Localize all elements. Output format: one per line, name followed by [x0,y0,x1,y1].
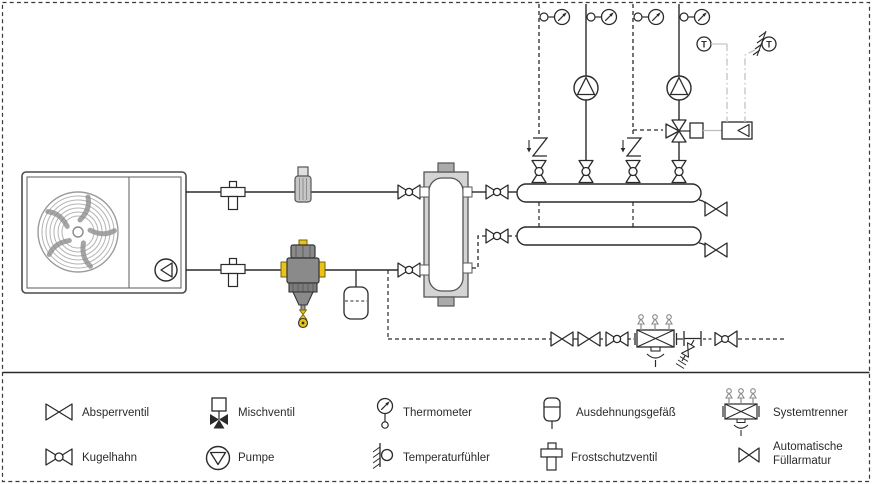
frost-protection-valve [220,180,246,211]
legend-label: Kugelhahn [82,452,137,464]
thermometer-icon [647,8,665,26]
thermometer-icon [693,8,711,26]
room-sensor-2: T [744,30,777,122]
system-separator-icon [722,388,760,436]
sensor-pocket [679,12,689,22]
sensor-pocket [539,12,549,22]
return-manifold [516,226,702,246]
flow-sensor [294,166,312,203]
room-sensor-1: T [696,36,728,122]
shutoff-valve [704,242,728,258]
ball-valve [531,159,547,184]
legend-label: Füllarmatur [773,455,831,467]
temperature-sensor-icon [372,443,394,469]
ball-valve [486,229,508,243]
sensor-pocket [586,12,596,22]
system-separator [634,314,678,367]
heat-pump-unit [21,171,187,294]
room-sensor-label: T [766,40,772,50]
funnel-icon [646,353,665,359]
vent-icon [637,314,645,331]
signal-line [744,49,756,122]
buffer-tank [419,162,473,307]
controller [721,121,753,140]
fill-line [387,270,787,369]
supply-manifold [516,183,702,203]
ball-valve [625,159,641,184]
legend-label: Pumpe [238,452,274,464]
mixing-valve-icon [210,397,228,429]
auto-fill-valve-icon [738,447,760,463]
internal-pump-icon [154,258,178,282]
ball-valve [398,263,420,277]
auto-fill-valve [714,330,738,348]
pump-icon [573,75,599,101]
circuit-1 [526,4,571,184]
optional-return-line [472,235,486,269]
room-sensor-label: T [701,40,707,50]
shutoff-valve [704,201,728,217]
sensor-pocket [633,12,643,22]
pump-icon [205,445,231,471]
vent-icon [665,314,673,331]
drain-valve [675,339,696,369]
legend-label: Temperaturfühler [403,452,490,464]
legend-label: Systemtrenner [773,407,848,419]
legend-label: Thermometer [403,407,472,419]
fan-icon [37,191,119,273]
legend-label: Absperrventil [82,407,149,419]
ball-valve [671,159,687,184]
thermometer-icon [376,397,394,429]
pipe-union [683,331,702,346]
ball-valve-icon [45,448,73,466]
mixing-valve [665,119,690,143]
shutoff-valve [577,331,601,347]
legend-label: Ausdehnungsgefäß [576,407,676,419]
mixing-valve-actuator [689,122,704,139]
legend-label: Automatische [773,441,843,453]
ball-valve [578,159,594,184]
overflow-valve [620,137,642,157]
vent-icon [651,314,659,331]
legend-label: Frostschutzventil [571,452,657,464]
circuit-2 [573,4,618,184]
ball-valve [606,332,628,346]
expansion-vessel [343,270,369,320]
expansion-vessel-icon [543,397,561,429]
thermometer-icon [553,8,571,26]
ball-valve [486,185,508,199]
circuit-4 [665,4,753,184]
circuit-3 [620,4,665,184]
thermometer-icon [600,8,618,26]
overflow-valve [526,137,548,157]
shutoff-valve-icon [45,403,73,421]
legend-label: Mischventil [238,407,295,419]
frost-protection-valve [220,257,246,288]
ball-valve [398,185,420,199]
shutoff-valve [550,331,574,347]
magnetite-filter [280,239,326,329]
pump-icon [666,75,692,101]
legend: Absperrventil Mischventil Thermometer Au… [45,388,848,471]
frost-protection-valve-icon [540,442,563,471]
